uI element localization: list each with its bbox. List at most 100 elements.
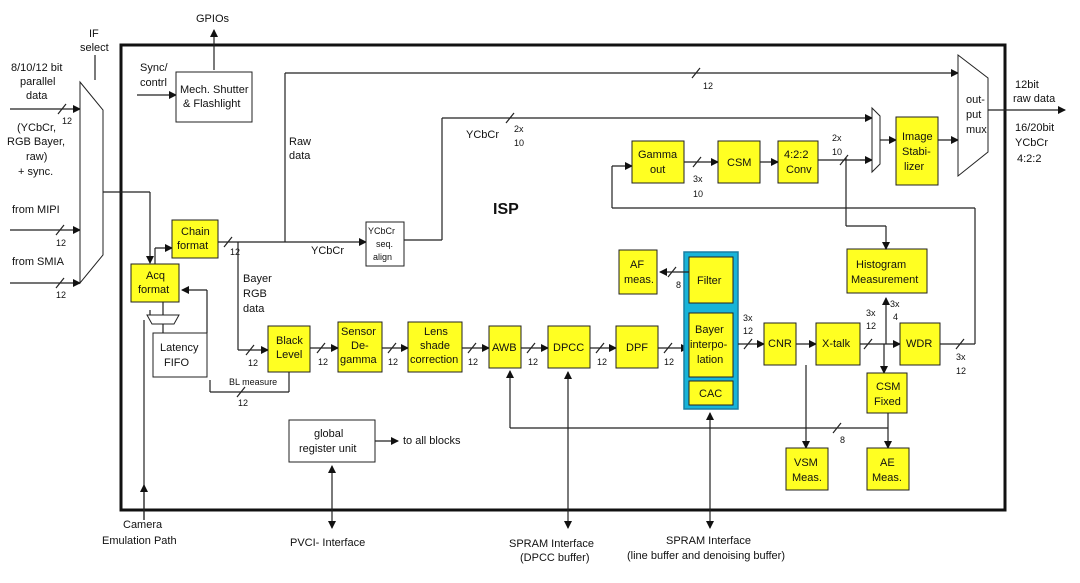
svg-text:format: format <box>138 284 169 296</box>
svg-text:Histogram: Histogram <box>856 259 906 271</box>
svg-text:Conv: Conv <box>786 164 812 176</box>
svg-text:Chain: Chain <box>181 226 210 238</box>
svg-text:correction: correction <box>410 354 458 366</box>
svg-text:12: 12 <box>866 321 876 331</box>
bayer-interpolation-block <box>688 312 734 378</box>
svg-text:interpo-: interpo- <box>690 339 728 351</box>
svg-text:Acq: Acq <box>146 270 165 282</box>
svg-text:Stabi-: Stabi- <box>902 146 931 158</box>
ycbcr-mux <box>871 106 881 174</box>
ycbcr-out-label-1: 16/20bit <box>1015 122 1054 134</box>
svg-text:2x: 2x <box>832 133 842 143</box>
svg-text:De-: De- <box>351 340 369 352</box>
svg-text:Fixed: Fixed <box>874 396 901 408</box>
output-mux <box>957 53 989 178</box>
format-label-3: raw) <box>26 151 47 163</box>
svg-text:Latency: Latency <box>160 342 199 354</box>
pvci-label: PVCI- Interface <box>290 537 365 549</box>
cac-block <box>688 380 734 406</box>
svg-text:12: 12 <box>56 238 66 248</box>
svg-text:3x: 3x <box>890 299 900 309</box>
sync-label-1: Sync/ <box>140 62 168 74</box>
svg-text:12: 12 <box>56 290 66 300</box>
svg-text:12: 12 <box>238 398 248 408</box>
svg-text:12: 12 <box>468 357 478 367</box>
spram-line-label-1: SPRAM Interface <box>666 535 751 547</box>
svg-text:8: 8 <box>676 280 681 290</box>
svg-text:10: 10 <box>514 138 524 148</box>
svg-text:4:2:2: 4:2:2 <box>784 149 808 161</box>
global-register-block <box>288 419 376 463</box>
black-level-block <box>267 325 311 373</box>
svg-text:CSM: CSM <box>876 381 900 393</box>
mipi-label: from MIPI <box>12 204 60 216</box>
smia-label: from SMIA <box>12 256 65 268</box>
svg-text:2x: 2x <box>514 124 524 134</box>
svg-text:X-talk: X-talk <box>822 338 851 350</box>
svg-text:meas.: meas. <box>624 274 654 286</box>
af-meas-block <box>618 249 658 295</box>
svg-text:Meas.: Meas. <box>872 472 902 484</box>
camera-emulation-label-2: Emulation Path <box>102 535 177 547</box>
bayer-rgb-label-3: data <box>243 303 265 315</box>
svg-text:3x: 3x <box>956 352 966 362</box>
svg-text:3x: 3x <box>743 313 753 323</box>
dpcc-block <box>547 325 591 369</box>
svg-text:Meas.: Meas. <box>792 472 822 484</box>
svg-text:Lens: Lens <box>424 326 448 338</box>
ycbcr-align-block <box>365 221 405 267</box>
svg-text:12: 12 <box>956 366 966 376</box>
svg-text:AF: AF <box>630 259 644 271</box>
vsm-meas-block <box>785 447 829 491</box>
svg-text:10: 10 <box>832 147 842 157</box>
svg-text:12: 12 <box>743 326 753 336</box>
svg-text:Measurement: Measurement <box>851 274 918 286</box>
bl-measure-label: BL measure <box>229 377 277 387</box>
raw-out-label-2: raw data <box>1013 93 1056 105</box>
svg-text:12: 12 <box>248 358 258 368</box>
spram-dpcc-label-2: (DPCC buffer) <box>520 552 589 564</box>
csm-block <box>717 140 761 184</box>
svg-text:CSM: CSM <box>727 157 751 169</box>
svg-text:12: 12 <box>230 247 240 257</box>
histogram-block <box>846 248 928 294</box>
camera-emulation-label-1: Camera <box>123 519 163 531</box>
svg-text:gamma: gamma <box>340 354 378 366</box>
format-label-4: + sync. <box>18 166 53 178</box>
image-stabilizer-block <box>895 116 939 186</box>
conv422-block <box>777 140 819 184</box>
ycbcr-label: YCbCr <box>311 245 344 257</box>
sensor-degamma-block <box>337 321 383 373</box>
filter-block <box>688 256 734 304</box>
svg-text:AE: AE <box>880 457 895 469</box>
acq-format-block <box>130 263 180 303</box>
sync-label-2: contrl <box>140 77 167 89</box>
format-label-1: (YCbCr, <box>17 122 56 134</box>
input-mux <box>79 80 104 285</box>
mech-shutter-block <box>175 71 253 123</box>
ycbcr-out-label-2: YCbCr <box>1015 137 1048 149</box>
parallel-label-1: 8/10/12 bit <box>11 62 62 74</box>
svg-text:12: 12 <box>597 357 607 367</box>
svg-text:8: 8 <box>840 435 845 445</box>
svg-text:3x: 3x <box>866 308 876 318</box>
svg-text:3x: 3x <box>693 174 703 184</box>
dpf-block <box>615 325 659 369</box>
svg-text:12: 12 <box>664 357 674 367</box>
svg-text:Sensor: Sensor <box>341 326 376 338</box>
svg-text:Filter: Filter <box>697 275 722 287</box>
xtalk-block <box>815 322 861 366</box>
if-select-label-2: select <box>80 42 109 54</box>
chain-format-block <box>171 219 219 259</box>
svg-text:align: align <box>373 252 392 262</box>
wdr-block <box>899 322 941 366</box>
svg-text:Black: Black <box>276 335 303 347</box>
svg-text:shade: shade <box>420 340 450 352</box>
svg-text:YCbCr: YCbCr <box>368 226 395 236</box>
svg-text:register unit: register unit <box>299 443 356 455</box>
svg-text:out: out <box>650 164 665 176</box>
svg-text:out-: out- <box>966 94 985 106</box>
bayer-rgb-label-1: Bayer <box>243 273 272 285</box>
isp-title: ISP <box>493 201 519 218</box>
svg-text:12: 12 <box>528 357 538 367</box>
